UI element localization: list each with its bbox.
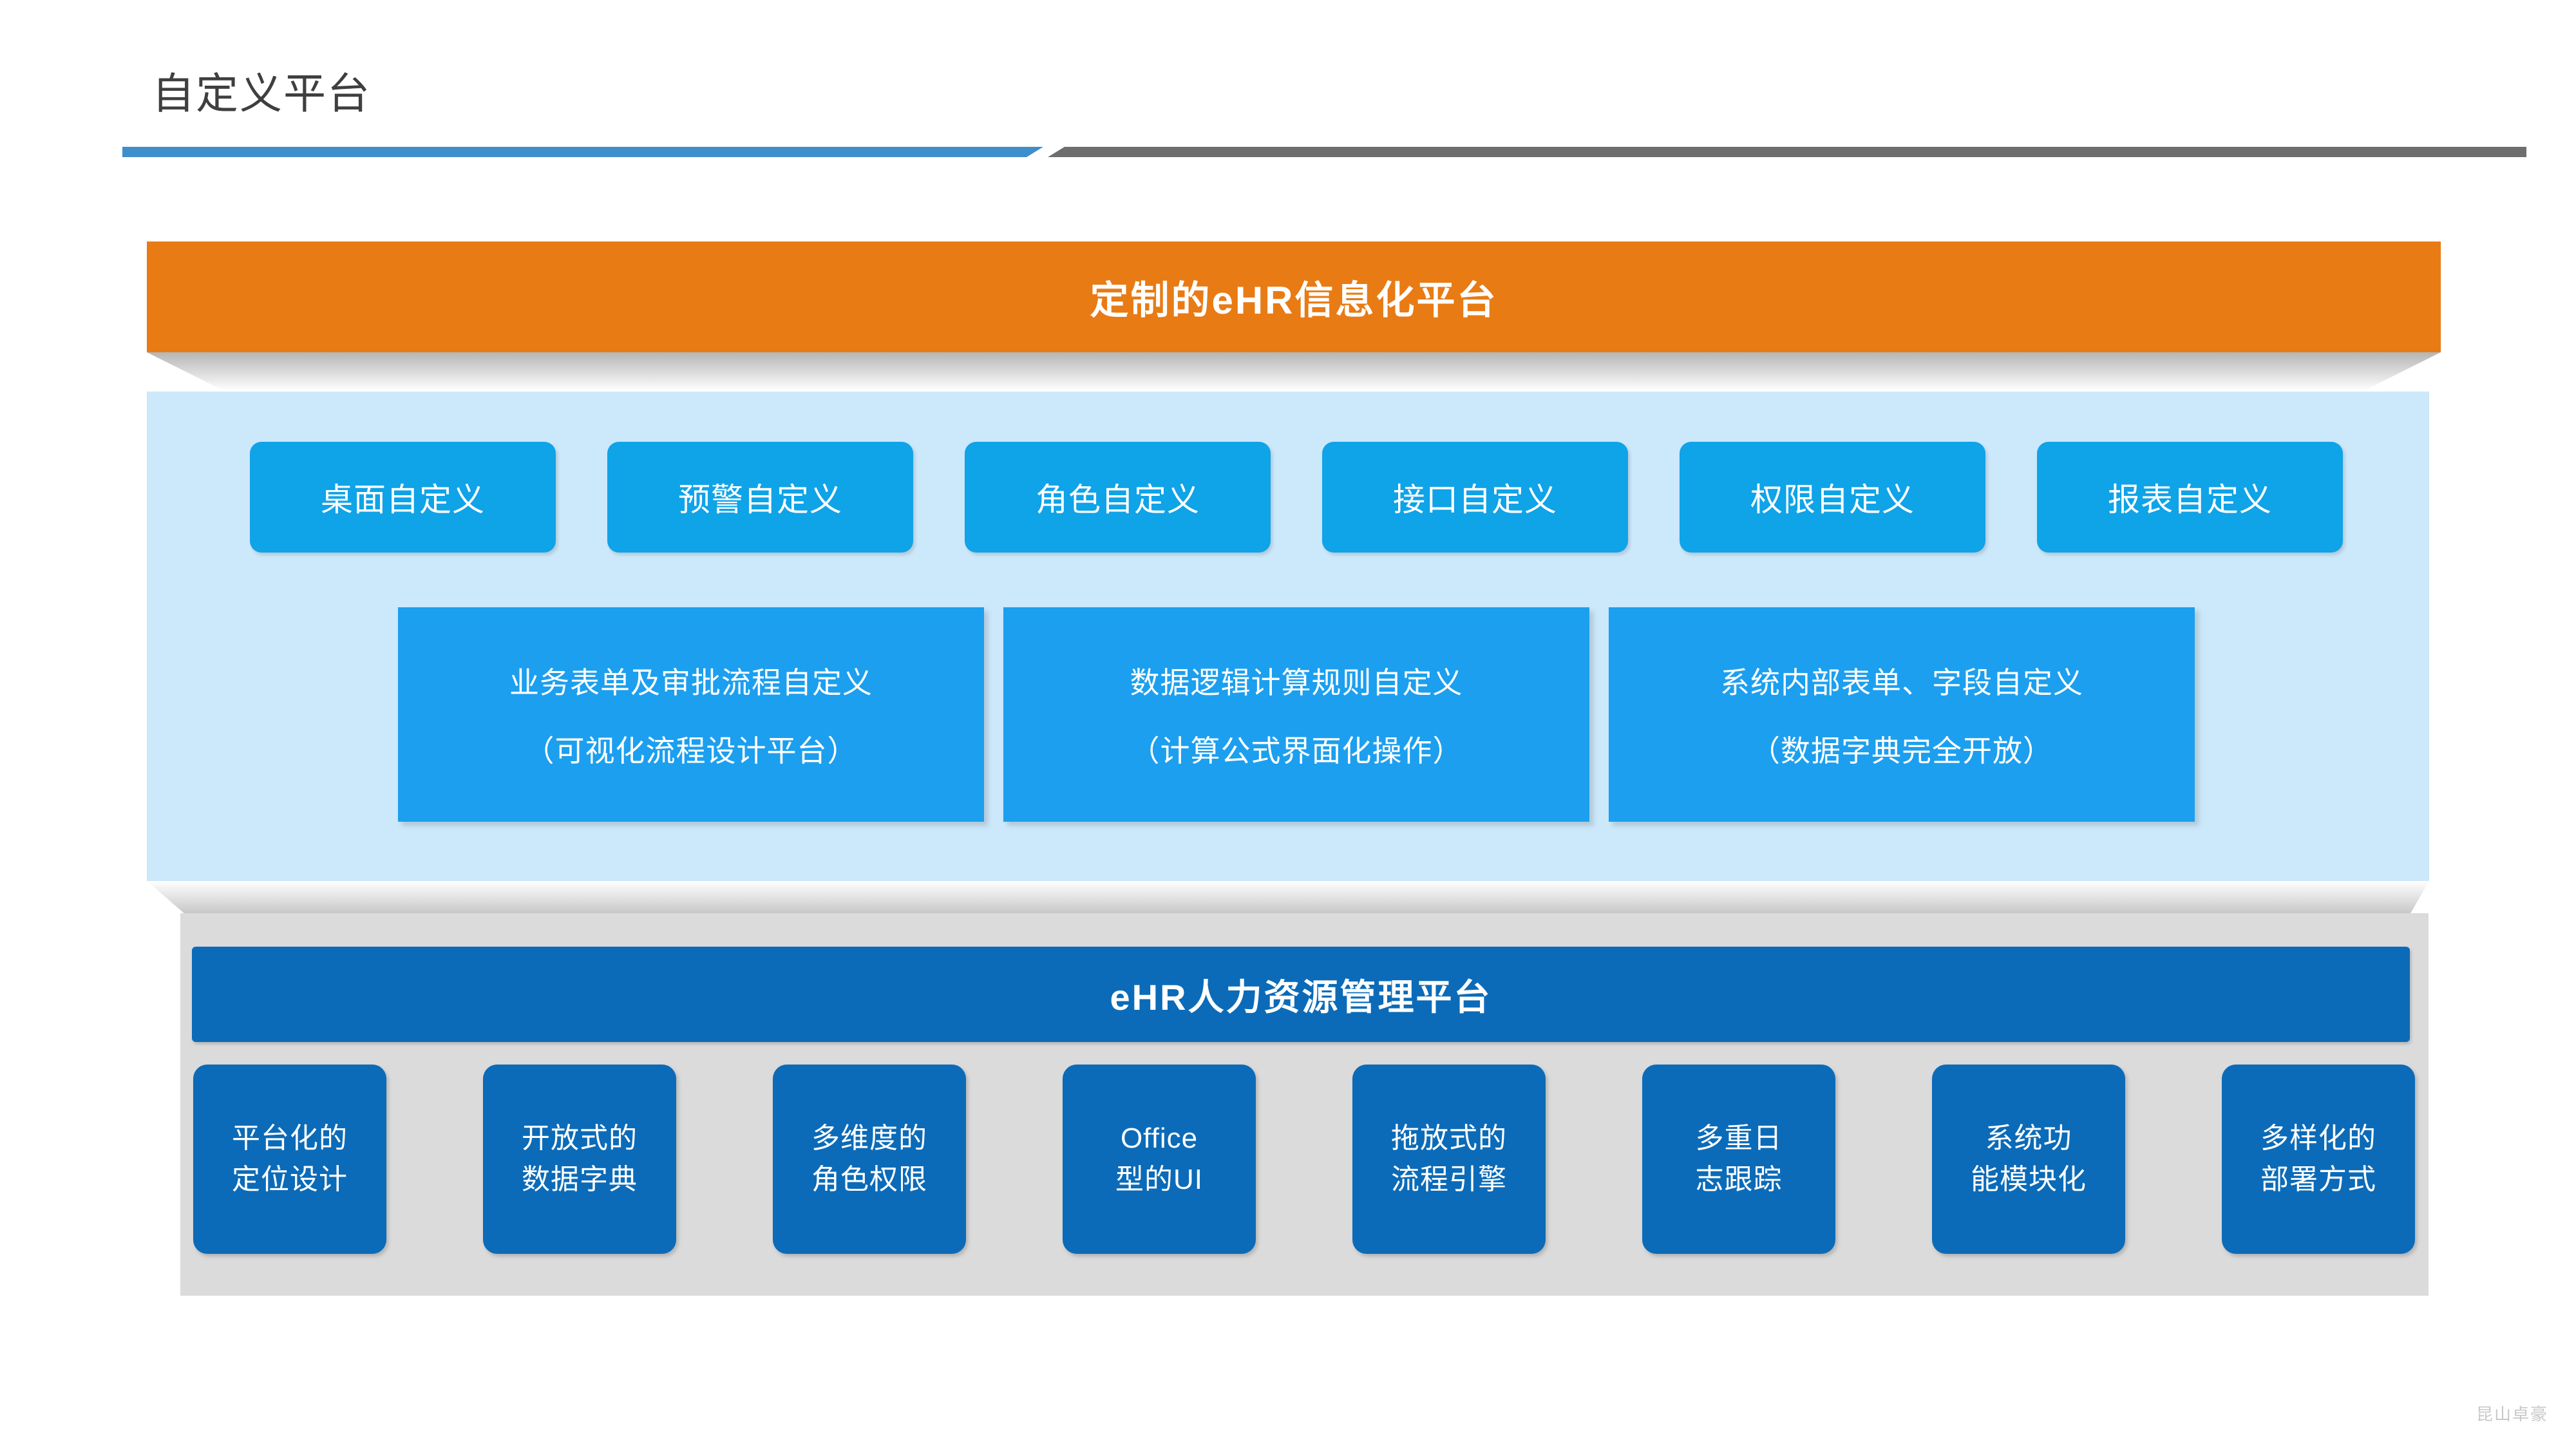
feature-title: 系统内部表单、字段自定义	[1720, 665, 2083, 699]
title-underline-gray	[1048, 147, 2526, 157]
page-title: 自定义平台	[152, 70, 371, 117]
pillar-line-1: 多样化的	[2260, 1122, 2376, 1155]
platform-panel: eHR人力资源管理平台 平台化的 定位设计 开放式的 数据字典 多维度的 角色权…	[180, 913, 2429, 1296]
pillar-diverse-deployment[interactable]: 多样化的 部署方式	[2222, 1065, 2415, 1254]
pillar-line-2: 角色权限	[811, 1164, 927, 1195]
chip-permission-customization[interactable]: 权限自定义	[1680, 442, 1985, 553]
chip-label: 报表自定义	[2108, 482, 2272, 518]
pillar-office-style-ui[interactable]: Office 型的UI	[1063, 1065, 1256, 1254]
feature-subtitle: （计算公式界面化操作）	[1130, 734, 1463, 768]
feature-internal-form-and-field[interactable]: 系统内部表单、字段自定义 （数据字典完全开放）	[1609, 607, 2195, 822]
pillar-line-1: 多维度的	[811, 1122, 927, 1155]
pillar-open-data-dictionary[interactable]: 开放式的 数据字典	[483, 1065, 676, 1254]
chip-role-customization[interactable]: 角色自定义	[965, 442, 1271, 553]
pillar-line-1: 多重日	[1695, 1122, 1783, 1155]
chip-label: 接口自定义	[1393, 482, 1557, 518]
pillar-line-2: 能模块化	[1971, 1164, 2087, 1195]
pillar-multi-log-tracking[interactable]: 多重日 志跟踪	[1642, 1065, 1835, 1254]
feature-subtitle: （数据字典完全开放）	[1750, 734, 2053, 768]
chip-report-customization[interactable]: 报表自定义	[2037, 442, 2343, 553]
pillar-line-2: 流程引擎	[1391, 1164, 1507, 1195]
pillar-line-2: 部署方式	[2260, 1164, 2376, 1195]
title-underline-blue	[122, 147, 1043, 157]
customization-feature-row: 业务表单及审批流程自定义 （可视化流程设计平台） 数据逻辑计算规则自定义 （计算…	[398, 607, 2195, 822]
chip-alert-customization[interactable]: 预警自定义	[607, 442, 913, 553]
feature-data-logic-rules[interactable]: 数据逻辑计算规则自定义 （计算公式界面化操作）	[1003, 607, 1589, 822]
customization-panel: 桌面自定义 预警自定义 角色自定义 接口自定义 权限自定义 报表自定义 业务表单…	[147, 392, 2429, 881]
pillar-line-1: 开放式的	[522, 1122, 638, 1155]
pillar-line-2: 型的UI	[1115, 1164, 1203, 1195]
pillar-line-2: 数据字典	[522, 1164, 638, 1195]
orange-banner-shadow	[147, 352, 2441, 391]
chip-label: 桌面自定义	[321, 482, 485, 518]
watermark: 昆山卓豪	[2476, 1405, 2549, 1424]
ehr-hr-platform-banner[interactable]: eHR人力资源管理平台	[192, 947, 2410, 1042]
chip-interface-customization[interactable]: 接口自定义	[1322, 442, 1628, 553]
pillar-line-1: 平台化的	[232, 1122, 348, 1155]
pillar-line-2: 定位设计	[232, 1164, 348, 1195]
customization-panel-shadow	[147, 881, 2429, 914]
feature-subtitle: （可视化流程设计平台）	[524, 734, 858, 768]
custom-ehr-platform-banner-label: 定制的eHR信息化平台	[1090, 278, 1498, 322]
pillar-drag-drop-workflow-engine[interactable]: 拖放式的 流程引擎	[1352, 1065, 1546, 1254]
pillar-multidimensional-role-permission[interactable]: 多维度的 角色权限	[773, 1065, 966, 1254]
ehr-hr-platform-banner-label: eHR人力资源管理平台	[1110, 976, 1492, 1018]
feature-title: 业务表单及审批流程自定义	[509, 665, 873, 699]
pillar-line-2: 志跟踪	[1695, 1164, 1783, 1195]
pillar-line-1: 拖放式的	[1391, 1122, 1507, 1155]
pillar-platform-oriented-design[interactable]: 平台化的 定位设计	[193, 1065, 386, 1254]
chip-label: 权限自定义	[1750, 482, 1915, 518]
pillar-line-1: 系统功	[1985, 1122, 2072, 1155]
feature-form-and-approval-workflow[interactable]: 业务表单及审批流程自定义 （可视化流程设计平台）	[398, 607, 984, 822]
pillar-modular-system-functions[interactable]: 系统功 能模块化	[1932, 1065, 2125, 1254]
chip-label: 预警自定义	[678, 482, 842, 518]
pillar-line-1: Office	[1120, 1122, 1198, 1155]
feature-title: 数据逻辑计算规则自定义	[1130, 665, 1463, 699]
chip-desktop-customization[interactable]: 桌面自定义	[250, 442, 556, 553]
customization-chip-row: 桌面自定义 预警自定义 角色自定义 接口自定义 权限自定义 报表自定义	[250, 442, 2343, 553]
platform-pillar-row: 平台化的 定位设计 开放式的 数据字典 多维度的 角色权限 Office 型的U…	[193, 1065, 2415, 1254]
chip-label: 角色自定义	[1036, 482, 1200, 518]
custom-ehr-platform-banner[interactable]: 定制的eHR信息化平台	[147, 242, 2441, 352]
